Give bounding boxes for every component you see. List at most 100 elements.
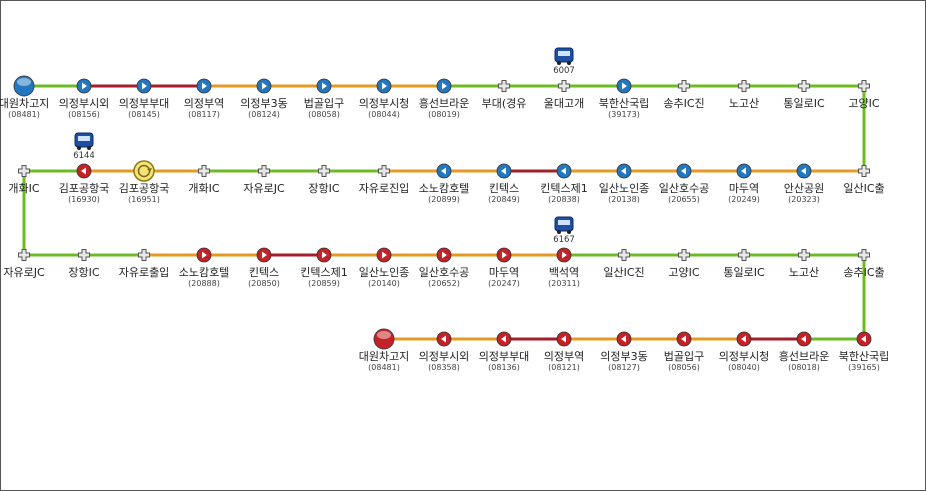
stop-name: 흥선브라운 <box>419 96 470 110</box>
bus-stop[interactable]: 북한산국립(39173) <box>599 78 650 119</box>
bus-stop[interactable]: 킨텍스제1(20859) <box>300 247 348 288</box>
arrow-glyph <box>502 251 507 259</box>
arrow-glyph <box>81 167 86 175</box>
stop-name: 의정부3동 <box>600 350 647 363</box>
stop-code: (08358) <box>428 363 460 372</box>
stop-code: (20652) <box>428 279 460 288</box>
bus-stop[interactable]: 마두역(20247) <box>488 247 520 288</box>
bus-stop[interactable]: 법골입구(08056) <box>664 331 704 372</box>
bus-stop[interactable]: 북한산국립(39165) <box>839 331 890 372</box>
stop-name: 의정부역 <box>544 350 584 363</box>
bus-stop[interactable]: 김포공항국(16951) <box>119 160 170 204</box>
bus-stop[interactable]: 일산IC진 <box>603 249 645 279</box>
bus-stop[interactable]: 의정부부대(08145) <box>119 78 170 119</box>
bus-stop[interactable]: 통일로IC <box>783 80 825 110</box>
stop-code: (08019) <box>428 110 460 119</box>
bus-stop[interactable]: 부대(경유 <box>482 80 527 110</box>
bus-stop[interactable]: 송추IC진 <box>663 80 705 110</box>
arrow-glyph <box>262 82 267 90</box>
bus-icon-window <box>558 220 570 225</box>
bus-stop[interactable]: 고양IC <box>668 249 700 279</box>
stop-code: (16930) <box>68 195 100 204</box>
waypoint-icon-fill <box>799 253 809 257</box>
bus-stop[interactable]: 대원차고지(08481) <box>0 75 49 119</box>
arrow-glyph <box>621 167 626 175</box>
bus-stop[interactable]: 의정부시외(08358) <box>419 331 470 372</box>
bus-stop[interactable]: 백석역(20311) <box>548 247 580 288</box>
bus-stop[interactable]: 노고산 <box>729 80 759 110</box>
waypoint-icon-fill <box>139 253 149 257</box>
bus-stop[interactable]: 의정부시청(08040) <box>719 331 770 372</box>
stops-row-1: 대원차고지(08481)의정부시외(08156)의정부부대(08145) 의정부역… <box>0 75 880 119</box>
stops-row-3: 자유로JC 장항IC 자유로출입 소노캄호텔(20888) 킨텍스(20850) 킨텍스제… <box>3 247 885 288</box>
waypoint-icon-fill <box>379 169 389 173</box>
bus-stop[interactable]: 안산공원(20323) <box>784 163 824 204</box>
bus-marker[interactable]: 6007 <box>553 47 575 76</box>
bus-stop[interactable]: 흥선브라운(08018) <box>779 331 830 372</box>
bus-marker[interactable]: 6167 <box>553 216 575 245</box>
waypoint-icon-fill <box>499 84 509 88</box>
stop-name: 의정부시외 <box>59 97 110 110</box>
stop-code: (20850) <box>248 279 280 288</box>
stop-code: (08481) <box>8 110 40 119</box>
bus-icon-wheel <box>567 61 571 65</box>
stop-name: 소노캄호텔 <box>179 266 230 279</box>
bus-stop[interactable]: 의정부부대(08136) <box>479 331 530 372</box>
bus-stop[interactable]: 법골입구(08058) <box>304 78 344 119</box>
bus-stop[interactable]: 흥선브라운(08019) <box>419 78 470 119</box>
bus-stop[interactable]: 의정부시청(08044) <box>359 78 410 119</box>
bus-stop[interactable]: 의정부역(08117) <box>184 78 224 119</box>
bus-stop[interactable]: 의정부3동(08127) <box>600 331 648 372</box>
terminal-stop-highlight <box>377 331 391 339</box>
bus-marker[interactable]: 6144 <box>73 132 95 161</box>
bus-stop[interactable]: 일산호수공(20652) <box>419 247 470 288</box>
stop-name: 개화IC <box>8 182 39 195</box>
stop-name: 일산호수공 <box>659 181 710 195</box>
bus-stop[interactable]: 자유로출입 <box>119 249 170 279</box>
waypoint-icon-fill <box>799 84 809 88</box>
bus-stop[interactable]: 자유로진입 <box>359 165 410 195</box>
bus-stop[interactable]: 킨텍스(20850) <box>248 247 280 288</box>
bus-stop[interactable]: 마두역(20249) <box>728 163 760 204</box>
arrow-glyph <box>561 335 566 343</box>
arrow-glyph <box>501 335 506 343</box>
bus-stop[interactable]: 일산IC출 <box>843 165 885 195</box>
bus-stop[interactable]: 의정부시외(08156) <box>59 78 110 119</box>
bus-icon-wheel <box>567 230 571 234</box>
stop-name: 마두역 <box>489 266 519 279</box>
bus-stop[interactable]: 킨텍스(20849) <box>488 163 520 204</box>
stop-name: 장항IC <box>68 266 99 279</box>
stop-name: 의정부시청 <box>719 350 770 363</box>
bus-icon-wheel <box>557 230 561 234</box>
bus-stop[interactable]: 개화IC <box>188 165 220 195</box>
bus-stop[interactable]: 자유로JC <box>243 165 285 195</box>
bus-stop[interactable]: 고양IC <box>848 80 880 110</box>
bus-stop[interactable]: 장항IC <box>308 165 340 195</box>
bus-stop[interactable]: 일산호수공(20655) <box>659 163 710 204</box>
stop-name: 의정부역 <box>184 97 224 110</box>
stop-name: 의정부3동 <box>240 97 287 110</box>
bus-stop[interactable]: 김포공항국(16930) <box>59 163 110 204</box>
stop-name: 대원차고지 <box>359 350 410 363</box>
stops-row-2: 개화IC 김포공항국(16930)김포공항국(16951) 개화IC 자유로JC 장항I… <box>8 160 885 204</box>
bus-stop[interactable]: 울대고개 <box>544 80 584 110</box>
bus-stop[interactable]: 개화IC <box>8 165 40 195</box>
bus-stop[interactable]: 의정부3동(08124) <box>240 78 288 119</box>
bus-stop[interactable]: 킨텍스제1(20838) <box>540 163 588 204</box>
arrow-glyph <box>681 335 686 343</box>
bus-stop[interactable]: 노고산 <box>789 249 819 279</box>
waypoint-icon-fill <box>259 169 269 173</box>
bus-stop[interactable]: 소노캄호텔(20899) <box>419 163 470 204</box>
bus-stop[interactable]: 송추IC출 <box>843 249 885 279</box>
waypoint-icon-fill <box>79 253 89 257</box>
bus-stop[interactable]: 장항IC <box>68 249 100 279</box>
bus-stop[interactable]: 일산노인종(20140) <box>359 247 410 288</box>
stop-name: 부대(경유 <box>482 97 527 110</box>
bus-stop[interactable]: 소노캄호텔(20888) <box>179 247 230 288</box>
arrow-glyph <box>202 82 207 90</box>
bus-stop[interactable]: 일산노인종(20138) <box>599 163 650 204</box>
bus-stop[interactable]: 자유로JC <box>3 249 45 279</box>
bus-stop[interactable]: 의정부역(08121) <box>544 331 584 372</box>
bus-stop[interactable]: 통일로IC <box>723 249 765 279</box>
bus-stop[interactable]: 대원차고지(08481) <box>359 328 410 372</box>
